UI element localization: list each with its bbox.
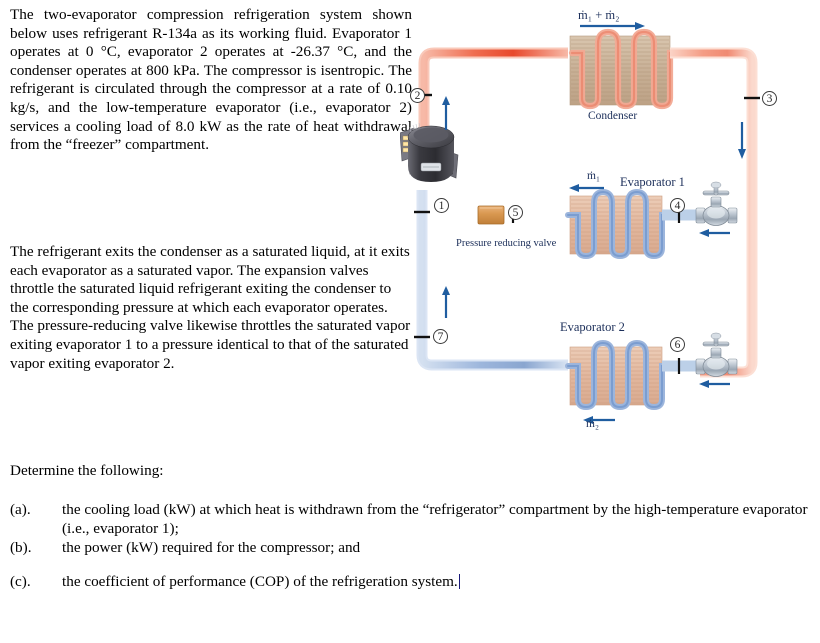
question-a: (a). the cooling load (kW) at which heat…: [10, 500, 812, 538]
evaporator-2-label: Evaporator 2: [560, 320, 625, 334]
suction-line: [416, 190, 568, 371]
evaporator-1-label: Evaporator 1: [620, 175, 685, 189]
compressor-unit: [400, 122, 459, 182]
cycle-schematic-svg: [400, 22, 760, 424]
mass-flow-evap2-label: ṁ₂: [586, 418, 599, 430]
state-point-1: 1: [434, 198, 449, 213]
evaporator-1-unit: [565, 188, 671, 260]
question-c-label: (c).: [10, 573, 31, 590]
condenser-label: Condenser: [588, 110, 638, 122]
state-point-4: 4: [670, 198, 685, 213]
state-point-6: 6: [670, 337, 685, 352]
question-c-body: the coefficient of performance (COP) of …: [62, 573, 458, 590]
question-c: (c). the coefficient of performance (COP…: [10, 572, 812, 591]
state-point-2: 2: [410, 88, 425, 103]
state-point-5: 5: [508, 205, 523, 220]
question-b: (b). the power (kW) required for the com…: [10, 538, 812, 557]
problem-paragraph-2: The refrigerant exits the condenser as a…: [10, 243, 411, 372]
mass-flow-evap1-label: ṁ₁: [587, 170, 600, 182]
question-b-label: (b).: [10, 539, 32, 556]
expansion-valve-1: [695, 181, 738, 226]
text-cursor: [458, 574, 460, 589]
problem-paragraph-1: The two-evaporator compression refrigera…: [10, 6, 412, 154]
expansion-valve-2: [695, 332, 738, 377]
pressure-reducing-valve: [477, 205, 505, 225]
determine-prompt: Determine the following:: [10, 462, 164, 479]
evaporator-2-unit: [565, 339, 671, 411]
state-point-3: 3: [762, 91, 777, 106]
question-a-text: the cooling load (kW) at which heat is w…: [62, 501, 808, 537]
question-c-text: the coefficient of performance (COP) of …: [62, 572, 812, 591]
hot-discharge-line: [418, 47, 568, 130]
question-a-label: (a).: [10, 501, 31, 518]
flow-arrows: [442, 22, 746, 424]
condenser-unit: [568, 28, 680, 110]
mass-flow-total-label: ṁ₁ + ṁ₂: [578, 8, 620, 22]
state-point-7: 7: [433, 329, 448, 344]
question-b-text: the power (kW) required for the compress…: [62, 539, 361, 556]
refrigeration-cycle-diagram: Condenser Evaporator 1 Evaporator 2 Pres…: [400, 0, 820, 450]
pressure-reducing-valve-label: Pressure reducing valve: [456, 238, 557, 249]
